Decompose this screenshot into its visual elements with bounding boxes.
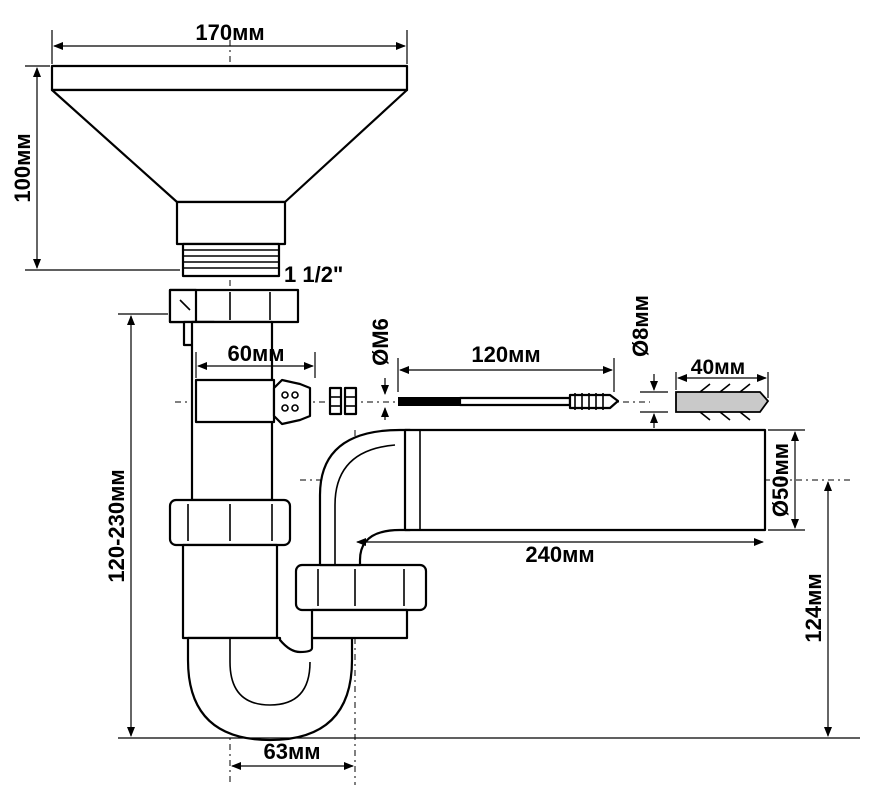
- outlet-height-label: 124мм: [801, 573, 826, 642]
- u-bend: [181, 543, 354, 742]
- dowel-diameter-label: Ø8мм: [628, 295, 653, 357]
- funnel-thread: [181, 242, 281, 278]
- outlet-elbow: [318, 428, 767, 567]
- dim-bracket-width: 60мм: [195, 341, 316, 378]
- dim-dowel-length: 40мм: [675, 356, 769, 398]
- dim-dowel-diameter: Ø8мм: [628, 295, 668, 428]
- outlet-length-label: 240мм: [525, 542, 594, 567]
- dim-outlet-diameter: Ø50мм: [768, 429, 805, 531]
- middle-union-nut: [168, 498, 292, 547]
- outlet-diameter-label: Ø50мм: [768, 443, 793, 517]
- trap-spacing-label: 63мм: [263, 739, 320, 764]
- dim-funnel-height: 100мм: [10, 65, 180, 271]
- dim-outlet-height: 124мм: [801, 481, 832, 737]
- funnel: [50, 64, 409, 278]
- wall-bracket: [194, 378, 358, 426]
- dim-height-range: 120-230мм: [104, 313, 860, 739]
- bracket-width-label: 60мм: [227, 341, 284, 366]
- screw: [398, 393, 620, 410]
- funnel-width-label: 170мм: [195, 20, 264, 45]
- dowel-length-label: 40мм: [691, 356, 745, 379]
- dim-thread: 1 1/2": [284, 262, 343, 287]
- right-union-nut: [294, 563, 428, 640]
- dim-bolt: ØМ6: [368, 318, 393, 420]
- bolt-thread-label: ØМ6: [368, 318, 393, 366]
- dim-outlet-length: 240мм: [356, 538, 764, 567]
- funnel-height-label: 100мм: [10, 133, 35, 202]
- dim-trap-spacing: 63мм: [231, 739, 354, 770]
- thread-size-label: 1 1/2": [284, 262, 343, 287]
- height-range-label: 120-230мм: [104, 469, 129, 582]
- dim-funnel-width: 170мм: [51, 20, 408, 64]
- dim-screw-length: 120мм: [397, 342, 615, 392]
- screw-length-label: 120мм: [471, 342, 540, 367]
- wall-dowel: [675, 383, 770, 421]
